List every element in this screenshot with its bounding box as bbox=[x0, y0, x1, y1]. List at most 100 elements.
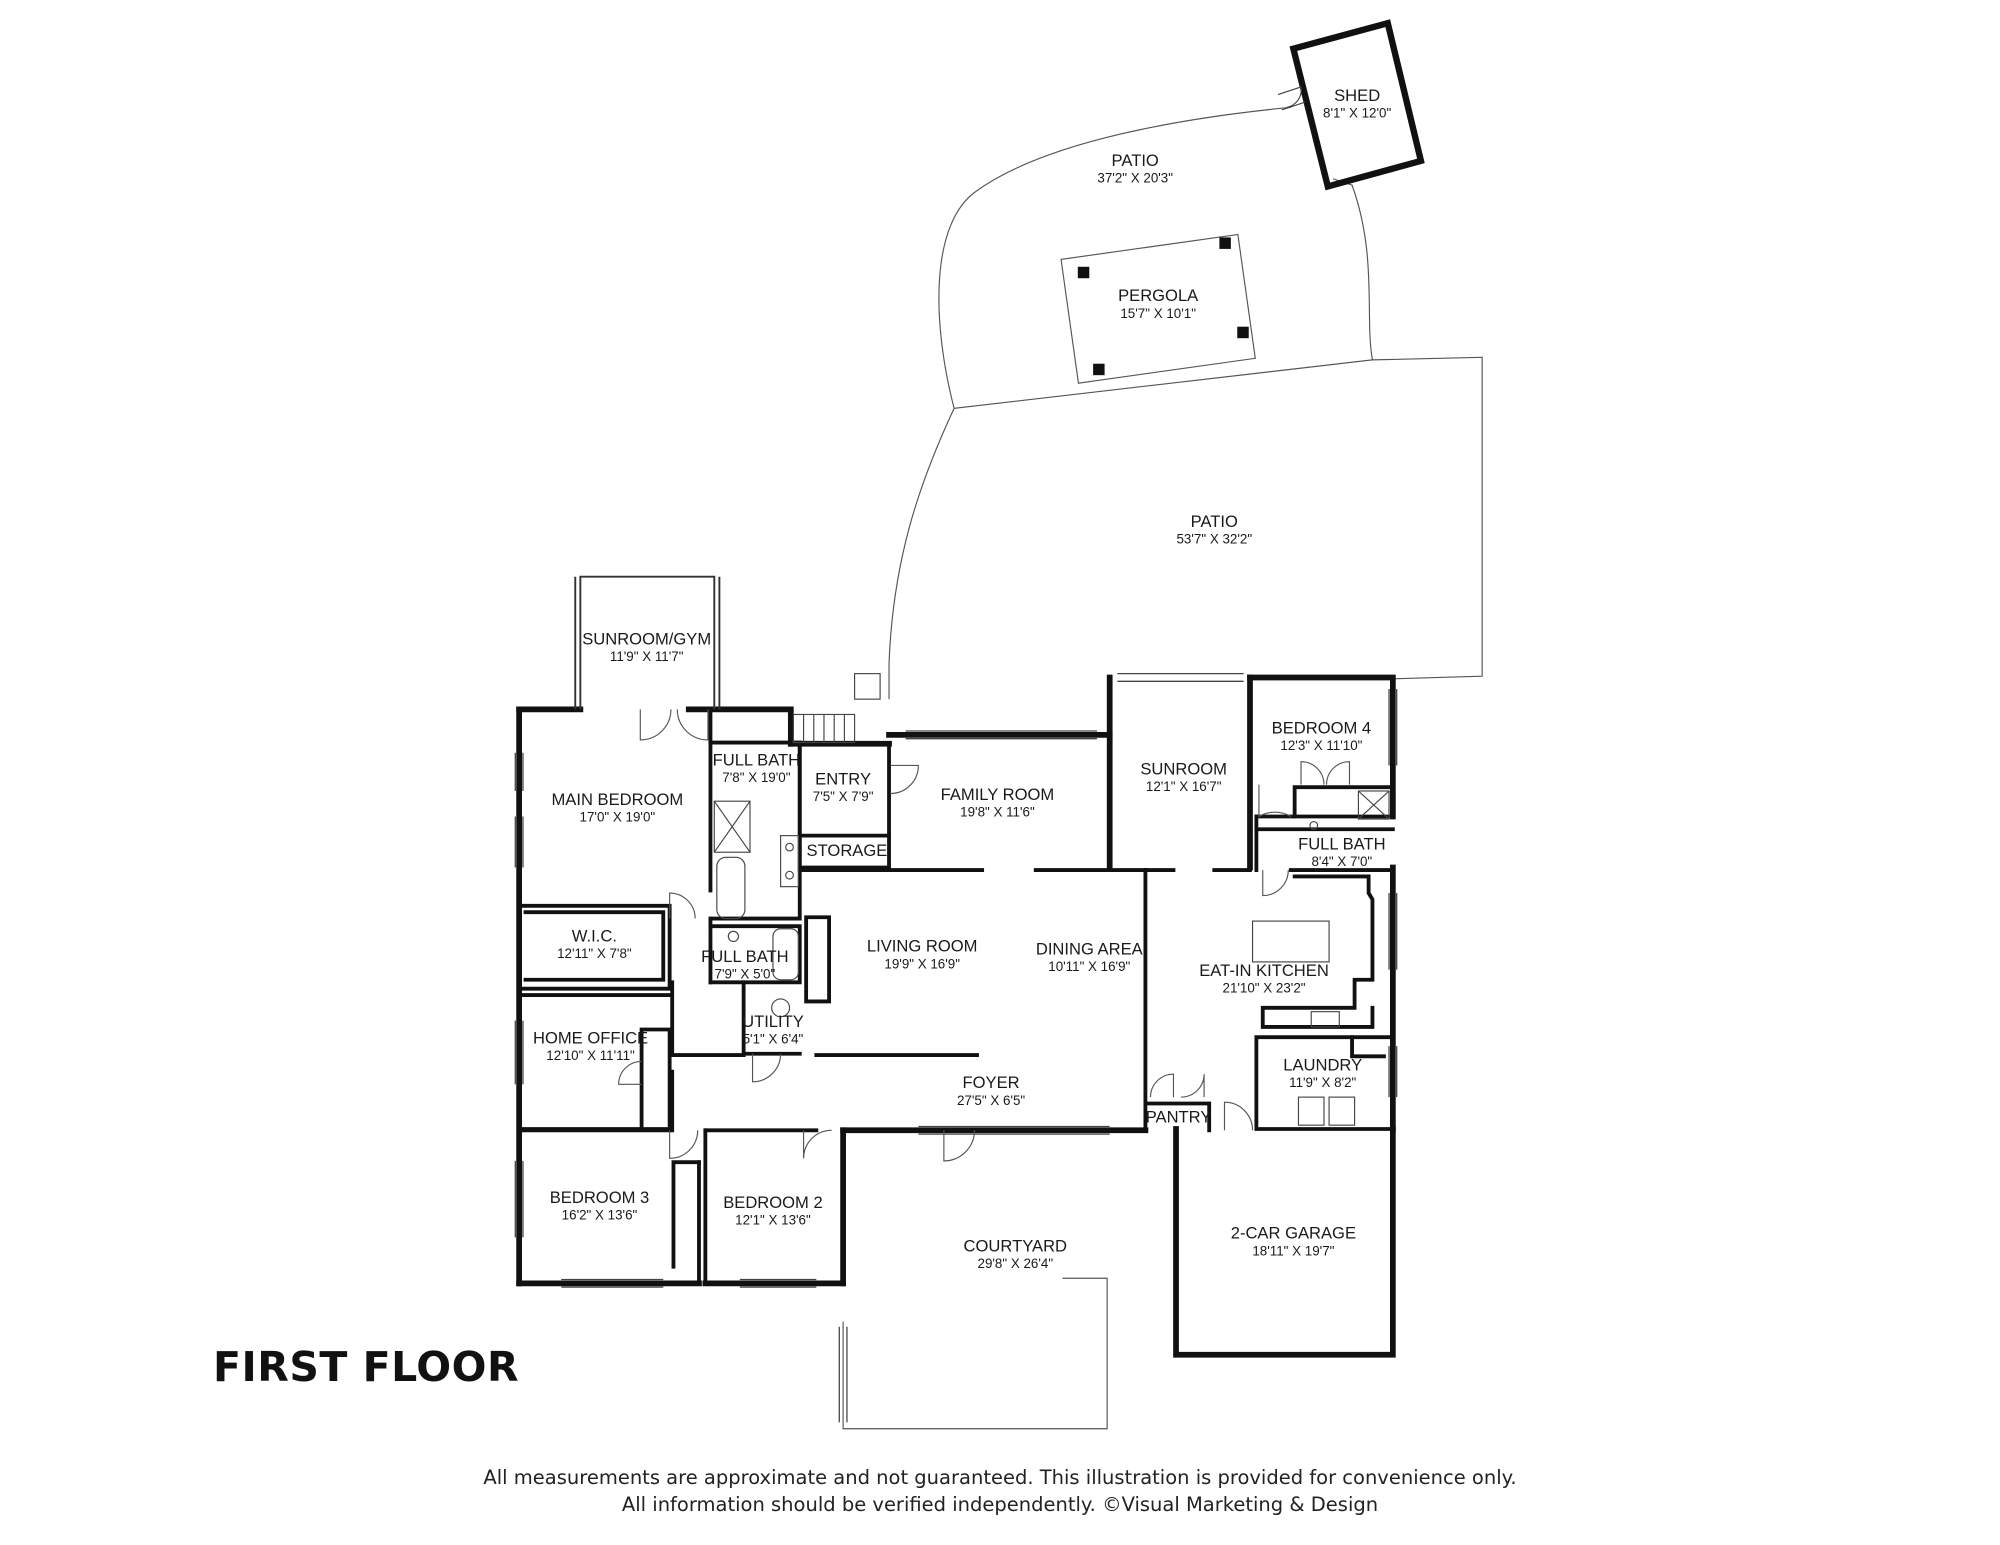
svg-text:16'2" X 13'6": 16'2" X 13'6" bbox=[562, 1208, 638, 1223]
label-bedroom-3: BEDROOM 316'2" X 13'6" bbox=[550, 1188, 650, 1223]
svg-text:SHED: SHED bbox=[1334, 86, 1380, 105]
svg-text:19'8" X 11'6": 19'8" X 11'6" bbox=[960, 805, 1035, 820]
svg-text:10'11" X 16'9": 10'11" X 16'9" bbox=[1048, 959, 1130, 974]
svg-text:18'11" X 19'7": 18'11" X 19'7" bbox=[1252, 1243, 1334, 1258]
svg-text:FOYER: FOYER bbox=[963, 1073, 1020, 1092]
label-bedroom-4: BEDROOM 412'3" X 11'10" bbox=[1272, 719, 1371, 754]
svg-text:BEDROOM 3: BEDROOM 3 bbox=[550, 1188, 650, 1207]
svg-text:21'10" X 23'2": 21'10" X 23'2" bbox=[1223, 981, 1306, 996]
svg-text:BEDROOM 2: BEDROOM 2 bbox=[723, 1193, 823, 1212]
shed-outline bbox=[1289, 19, 1425, 191]
svg-text:FULL BATH: FULL BATH bbox=[701, 947, 789, 966]
svg-text:12'1" X 13'6": 12'1" X 13'6" bbox=[735, 1213, 811, 1228]
svg-text:7'5" X 7'9": 7'5" X 7'9" bbox=[813, 789, 874, 804]
svg-text:19'9" X 16'9": 19'9" X 16'9" bbox=[884, 956, 960, 971]
svg-text:STORAGE: STORAGE bbox=[807, 841, 888, 860]
svg-text:FULL BATH: FULL BATH bbox=[1298, 835, 1386, 854]
bathtub-icon bbox=[716, 856, 746, 920]
door-swings bbox=[618, 709, 1351, 1162]
svg-text:W.I.C.: W.I.C. bbox=[572, 927, 617, 946]
svg-text:2-CAR GARAGE: 2-CAR GARAGE bbox=[1231, 1224, 1356, 1243]
svg-text:UTILITY: UTILITY bbox=[742, 1012, 804, 1031]
patio-upper-outline bbox=[938, 106, 1374, 409]
pergola-outline bbox=[1060, 233, 1256, 384]
svg-text:29'8" X 26'4": 29'8" X 26'4" bbox=[978, 1256, 1054, 1271]
sunroom-gym-walls bbox=[574, 575, 721, 710]
sink-b4-icon bbox=[1309, 821, 1319, 830]
svg-text:HOME OFFICE: HOME OFFICE bbox=[533, 1029, 648, 1048]
floor-title: FIRST FLOOR bbox=[213, 1343, 520, 1391]
svg-text:FAMILY ROOM: FAMILY ROOM bbox=[941, 785, 1055, 804]
courtyard-outline bbox=[842, 1277, 1108, 1430]
outdoor-outlines bbox=[842, 106, 1483, 1430]
svg-text:SUNROOM: SUNROOM bbox=[1140, 759, 1227, 778]
vanity-icon bbox=[780, 835, 800, 888]
windows bbox=[514, 673, 1398, 1423]
patio-lower-outline bbox=[888, 356, 1483, 700]
svg-text:8'1" X 12'0": 8'1" X 12'0" bbox=[1323, 106, 1391, 121]
svg-text:LIVING ROOM: LIVING ROOM bbox=[867, 937, 978, 956]
disclaimer-line-2: All information should be verified indep… bbox=[621, 1493, 1379, 1516]
disclaimer-line-1: All measurements are approximate and not… bbox=[483, 1466, 1517, 1489]
svg-text:FULL BATH: FULL BATH bbox=[713, 750, 801, 769]
svg-text:8'4" X 7'0": 8'4" X 7'0" bbox=[1311, 854, 1372, 869]
hall-sink-icon bbox=[727, 930, 740, 943]
svg-text:PANTRY: PANTRY bbox=[1146, 1108, 1212, 1127]
washer-icon bbox=[1297, 1096, 1325, 1126]
shower-icon bbox=[713, 800, 751, 853]
dryer-icon bbox=[1328, 1096, 1356, 1126]
svg-text:EAT-IN KITCHEN: EAT-IN KITCHEN bbox=[1199, 961, 1329, 980]
svg-text:PERGOLA: PERGOLA bbox=[1118, 286, 1199, 305]
pergola-posts bbox=[1077, 237, 1249, 376]
hall-tub-icon bbox=[772, 928, 800, 981]
svg-text:11'9" X 11'7": 11'9" X 11'7" bbox=[610, 649, 684, 664]
svg-text:BEDROOM 4: BEDROOM 4 bbox=[1272, 719, 1371, 738]
svg-text:12'10" X 11'11": 12'10" X 11'11" bbox=[546, 1048, 635, 1063]
stove-icon bbox=[1310, 1011, 1340, 1028]
chimney-icon bbox=[854, 673, 881, 700]
label-wic: W.I.C.12'11" X 7'8" bbox=[557, 927, 632, 962]
svg-text:11'9" X 8'2": 11'9" X 8'2" bbox=[1289, 1075, 1356, 1090]
label-storage: STORAGE bbox=[807, 841, 888, 860]
svg-text:7'9" X 5'0": 7'9" X 5'0" bbox=[715, 966, 776, 981]
svg-text:ENTRY: ENTRY bbox=[815, 770, 871, 789]
label-bedroom-2: BEDROOM 212'1" X 13'6" bbox=[723, 1193, 823, 1228]
svg-text:37'2" X 20'3": 37'2" X 20'3" bbox=[1097, 171, 1173, 186]
svg-text:DINING AREA: DINING AREA bbox=[1036, 939, 1144, 958]
svg-text:PATIO: PATIO bbox=[1191, 512, 1238, 531]
svg-text:7'8" X 19'0": 7'8" X 19'0" bbox=[722, 770, 790, 785]
svg-text:LAUNDRY: LAUNDRY bbox=[1283, 1055, 1362, 1074]
shower-b4-icon bbox=[1357, 790, 1390, 820]
svg-text:PATIO: PATIO bbox=[1112, 151, 1159, 170]
kitchen-island-icon bbox=[1251, 920, 1330, 963]
svg-text:12'1" X 16'7": 12'1" X 16'7" bbox=[1146, 779, 1222, 794]
svg-text:15'7" X 10'1": 15'7" X 10'1" bbox=[1120, 306, 1196, 321]
svg-text:12'11" X 7'8": 12'11" X 7'8" bbox=[557, 946, 632, 961]
interior-walls bbox=[517, 707, 1395, 1286]
water-heater-icon bbox=[771, 998, 791, 1018]
svg-text:MAIN BEDROOM: MAIN BEDROOM bbox=[551, 790, 683, 809]
shed-door bbox=[1277, 86, 1306, 111]
